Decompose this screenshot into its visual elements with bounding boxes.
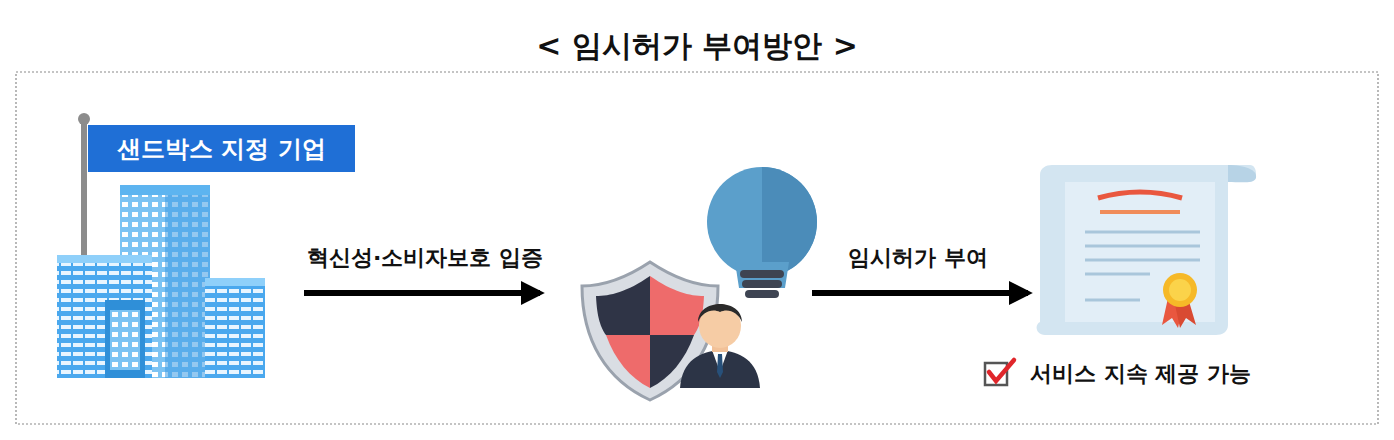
- arrow-label: 임시허가 부여: [848, 243, 988, 273]
- certificate: [1037, 165, 1257, 335]
- light-bulb: [707, 167, 817, 298]
- check-label: 서비스 지속 제공 가능: [1030, 359, 1251, 389]
- frame: [16, 72, 1378, 424]
- building-icon: [57, 185, 265, 378]
- arrow: [304, 290, 540, 296]
- flag-pole: [81, 120, 87, 265]
- person: [680, 304, 760, 388]
- arrow: [812, 290, 1028, 296]
- flag-banner: 샌드박스 지정 기업: [88, 125, 355, 172]
- checkbox-icon: [985, 360, 1014, 385]
- title: < 임시허가 부여방안 >: [536, 26, 858, 67]
- arrow-label: 혁신성·소비자보호 입증: [307, 243, 543, 273]
- banner-text: 샌드박스 지정 기업: [117, 133, 326, 165]
